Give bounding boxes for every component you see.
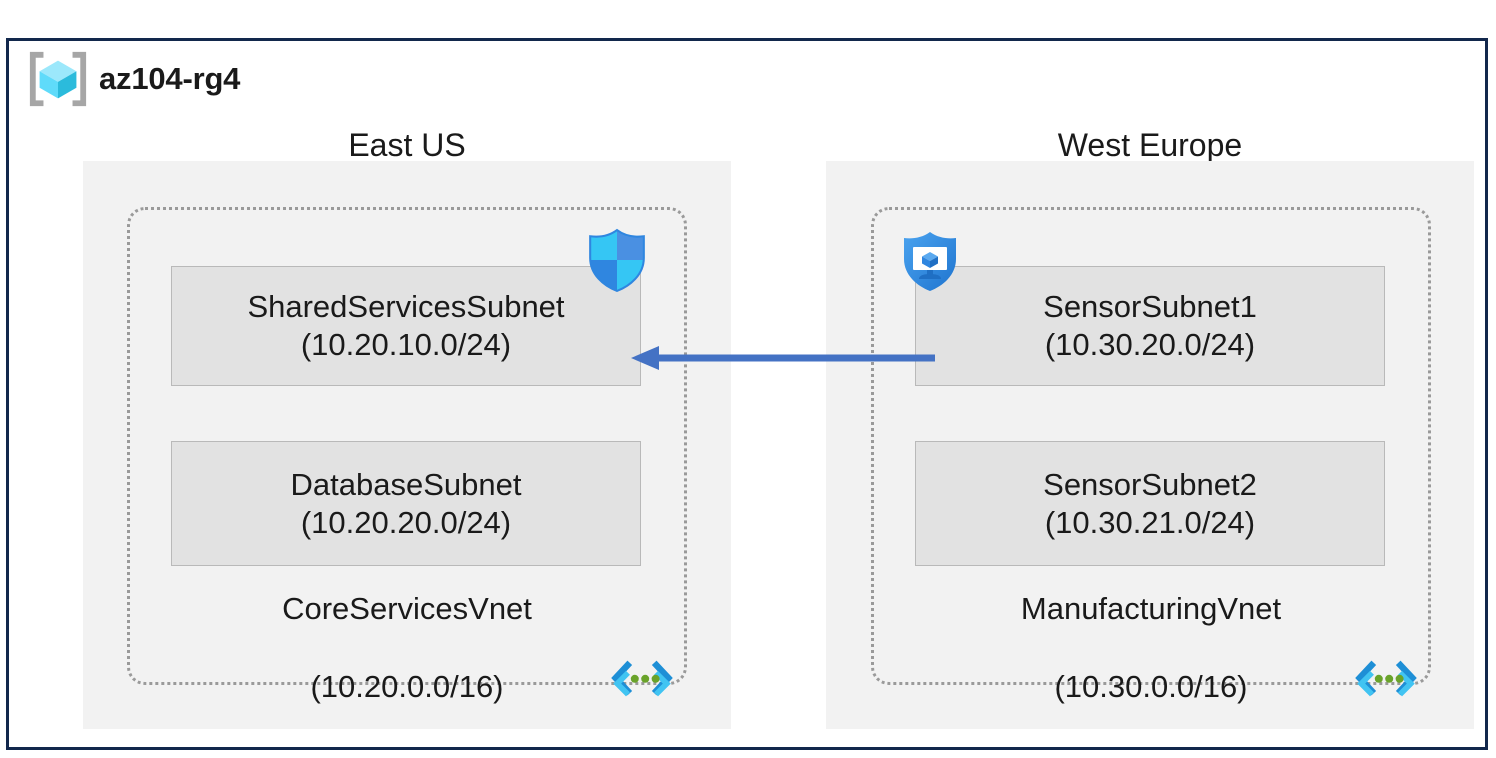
resource-group-cube-icon	[27, 48, 89, 110]
vnet-cidr-coreservicesvnet: (10.20.0.0/16)	[310, 669, 504, 705]
vnet-label-manufacturingvnet: ManufacturingVnet (10.30.0.0/16)	[874, 550, 1428, 706]
vnet-cidr-manufacturingvnet: (10.30.0.0/16)	[1054, 669, 1248, 705]
vnet-label-coreservicesvnet: CoreServicesVnet (10.20.0.0/16)	[130, 550, 684, 706]
region-east-us: East US	[83, 129, 731, 161]
resource-group-title: az104-rg4	[21, 41, 361, 117]
subnet-name-sensorsubnet1: SensorSubnet1	[1043, 289, 1257, 325]
network-security-group-shield-icon[interactable]	[584, 227, 650, 293]
subnet-cidr-sharedservicessubnet: (10.20.10.0/24)	[300, 327, 512, 362]
vnet-name-manufacturingvnet: ManufacturingVnet	[1020, 591, 1282, 627]
virtual-machine-shield-icon[interactable]	[898, 229, 962, 293]
vnet-icon-manufacturingvnet	[1354, 658, 1418, 698]
subnet-sharedservicessubnet[interactable]: SharedServicesSubnet (10.20.10.0/24)	[171, 266, 641, 386]
subnet-sensorsubnet1[interactable]: SensorSubnet1 (10.30.20.0/24)	[915, 266, 1385, 386]
region-label-east-us: East US	[348, 127, 466, 163]
vnet-icon-coreservicesvnet	[610, 658, 674, 698]
subnet-databasesubnet[interactable]: DatabaseSubnet (10.20.20.0/24)	[171, 441, 641, 566]
vnet-peering-arrow	[627, 341, 937, 375]
resource-group-frame: az104-rg4 East US CoreServicesVnet (10.2…	[6, 38, 1488, 750]
subnet-name-databasesubnet: DatabaseSubnet	[290, 466, 522, 502]
resource-group-name: az104-rg4	[99, 61, 241, 96]
region-label-west-europe: West Europe	[1057, 127, 1243, 163]
subnet-cidr-databasesubnet: (10.20.20.0/24)	[300, 504, 512, 540]
region-west-europe: West Europe	[826, 129, 1474, 161]
vnet-manufacturingvnet[interactable]: ManufacturingVnet (10.30.0.0/16)	[871, 207, 1431, 704]
subnet-sensorsubnet2[interactable]: SensorSubnet2 (10.30.21.0/24)	[915, 441, 1385, 566]
subnet-cidr-sensorsubnet1: (10.30.20.0/24)	[1044, 327, 1256, 362]
subnet-cidr-sensorsubnet2: (10.30.21.0/24)	[1044, 504, 1256, 540]
vnet-name-coreservicesvnet: CoreServicesVnet	[282, 591, 532, 627]
vnet-coreservicesvnet[interactable]: CoreServicesVnet (10.20.0.0/16)	[127, 207, 687, 704]
subnet-name-sharedservicessubnet: SharedServicesSubnet	[247, 289, 565, 325]
subnet-name-sensorsubnet2: SensorSubnet2	[1043, 466, 1257, 502]
